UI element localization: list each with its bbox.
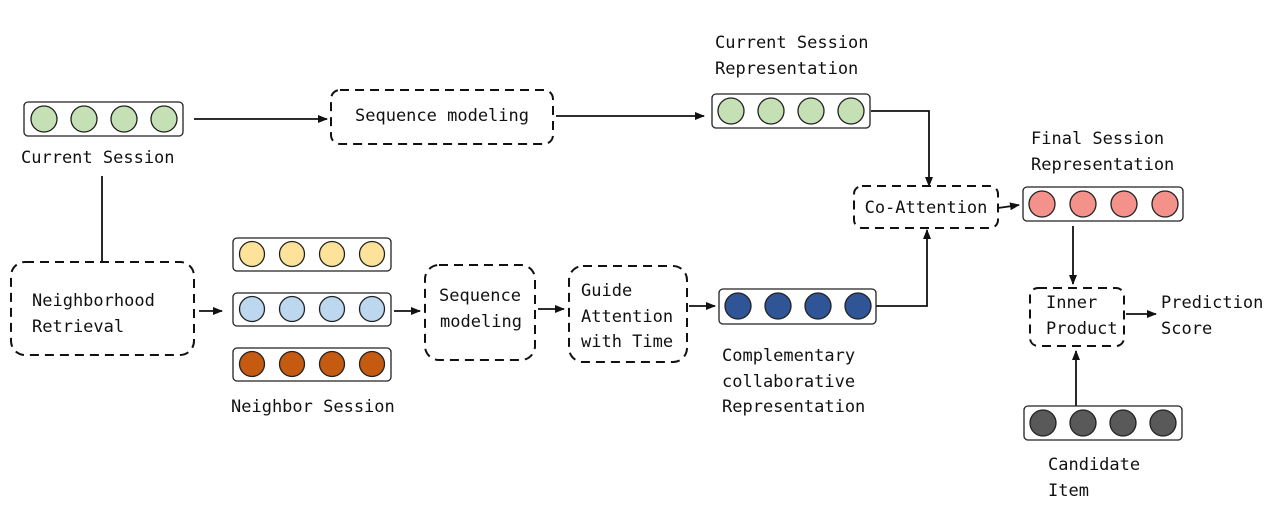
arrow-repr-to-coattention	[871, 110, 933, 187]
neighbor-session-item	[278, 350, 306, 378]
neighbor-session-item	[318, 350, 346, 378]
inner-product-label-line1: Inner	[1046, 293, 1097, 313]
neighbor-session-item	[278, 240, 306, 268]
complementary-repr-label-line3: Representation	[722, 397, 865, 417]
neighborhood-retrieval-label-line2: Retrieval	[32, 317, 124, 337]
neighborhood-retrieval-box: Neighborhood Retrieval	[10, 261, 195, 356]
final-session-repr-item	[1110, 190, 1138, 218]
complementary-repr-label-line2: collaborative	[722, 372, 855, 392]
current-session-item	[30, 105, 58, 133]
final-session-repr-vector	[1022, 186, 1184, 222]
candidate-item-label-line2: Item	[1048, 481, 1089, 501]
guide-attention-label-line1: Guide	[581, 281, 632, 301]
neighbor-session-item	[318, 240, 346, 268]
neighbor-session-vector-2	[232, 292, 392, 327]
prediction-score-label-line2: Score	[1161, 319, 1212, 339]
prediction-score-label-line1: Prediction	[1161, 293, 1263, 313]
arrows	[98, 110, 1157, 406]
current-session-repr-label-line2: Representation	[715, 59, 858, 79]
inner-product-box: Inner Product	[1029, 287, 1125, 347]
arrow-complementary-to-coattention	[876, 229, 931, 307]
neighbor-session-item	[358, 240, 386, 268]
complementary-repr-item	[804, 292, 832, 320]
current-session-repr-item	[797, 97, 825, 125]
neighbor-session-label: Neighbor Session	[231, 397, 395, 417]
current-session-repr-item	[757, 97, 785, 125]
co-attention-box: Co-Attention	[853, 185, 999, 229]
guide-attention-box: Guide Attention with Time	[568, 265, 688, 363]
candidate-item-label-line1: Candidate	[1048, 455, 1140, 475]
neighbor-session-item	[238, 240, 266, 268]
final-session-repr-label-line2: Representation	[1031, 155, 1174, 175]
sequence-modeling-mid-box: Sequence modeling	[424, 264, 536, 361]
neighbor-session-item	[358, 350, 386, 378]
current-session-item	[150, 105, 178, 133]
current-session-item	[110, 105, 138, 133]
neighbor-session-item	[318, 295, 346, 323]
arrow-coattention-to-final	[997, 202, 1020, 211]
complementary-repr-vector	[718, 288, 877, 325]
current-session-repr-vector	[711, 93, 871, 129]
sequence-modeling-top-box: Sequence modeling	[330, 89, 554, 145]
final-session-repr-label-line1: Final Session	[1031, 129, 1164, 149]
complementary-repr-label-line1: Complementary	[722, 346, 855, 366]
neighbor-session-item	[278, 295, 306, 323]
neighbor-session-item	[238, 350, 266, 378]
candidate-item-item	[1109, 409, 1137, 437]
co-attention-label: Co-Attention	[865, 198, 988, 218]
current-session-item	[70, 105, 98, 133]
candidate-item-item	[1029, 409, 1057, 437]
candidate-item-vector	[1023, 405, 1183, 441]
final-session-repr-item	[1069, 190, 1097, 218]
neighbor-session-item	[358, 295, 386, 323]
neighbor-session-vector-1	[232, 237, 392, 272]
inner-product-label-line2: Product	[1046, 319, 1118, 339]
sequence-modeling-top-label: Sequence modeling	[355, 106, 529, 126]
guide-attention-label-line3: with Time	[581, 332, 673, 352]
sequence-modeling-mid-label-line1: Sequence	[439, 286, 521, 306]
final-session-repr-item	[1028, 190, 1056, 218]
current-session-repr-item	[717, 97, 745, 125]
current-session-vector	[23, 101, 184, 137]
complementary-repr-item	[724, 292, 752, 320]
current-session-repr-item	[837, 97, 865, 125]
candidate-item-item	[1149, 409, 1177, 437]
neighbor-session-vector-3	[232, 347, 392, 382]
neighbor-session-item	[238, 295, 266, 323]
neighborhood-retrieval-label-line1: Neighborhood	[32, 291, 155, 311]
guide-attention-label-line2: Attention	[581, 307, 673, 327]
current-session-label: Current Session	[21, 148, 175, 168]
final-session-repr-item	[1151, 190, 1179, 218]
current-session-repr-label-line1: Current Session	[715, 33, 869, 53]
complementary-repr-item	[764, 292, 792, 320]
sequence-modeling-mid-label-line2: modeling	[440, 312, 522, 332]
complementary-repr-item	[844, 292, 872, 320]
candidate-item-item	[1069, 409, 1097, 437]
